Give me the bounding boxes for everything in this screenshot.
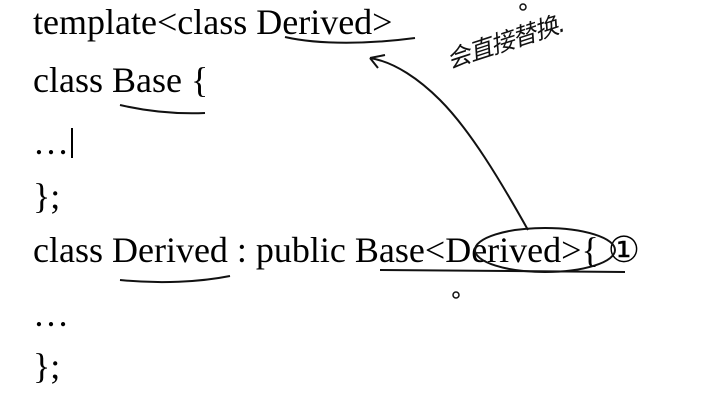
code-line-template-declaration: template<class Derived> bbox=[33, 2, 393, 42]
code-line-ellipsis-1: … bbox=[33, 122, 73, 162]
underline-base bbox=[119, 104, 206, 115]
code-line-ellipsis-2: … bbox=[33, 294, 69, 334]
text-cursor bbox=[71, 128, 73, 158]
handwritten-note: 会直接替换. bbox=[443, 9, 568, 75]
code-line-close-derived: }; bbox=[33, 346, 61, 386]
underline-class-derived bbox=[119, 275, 231, 284]
small-circle-mark bbox=[519, 3, 527, 11]
ellipsis-text: … bbox=[33, 122, 69, 162]
arrow-head bbox=[369, 54, 386, 69]
arrow-to-template bbox=[369, 57, 529, 231]
small-circle-mark-2 bbox=[452, 291, 460, 299]
underline-base-derived bbox=[379, 269, 626, 273]
code-line-class-base: class Base { bbox=[33, 60, 209, 100]
code-line-class-derived: class Derived : public Base<Derived>{ ① bbox=[33, 230, 640, 270]
code-line-close-base: }; bbox=[33, 176, 61, 216]
